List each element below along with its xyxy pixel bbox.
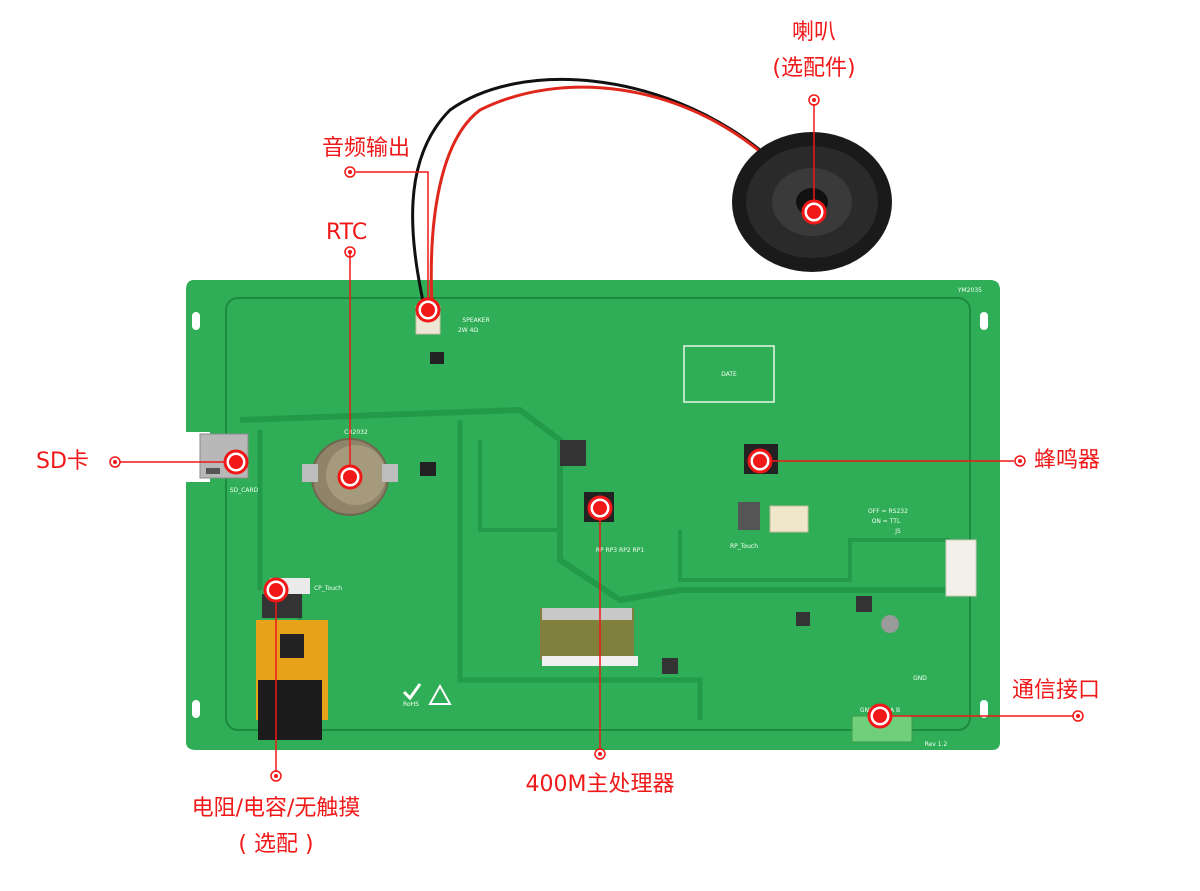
battery-silk: CR2032 [344, 429, 368, 436]
jumper-ref-silk: J5 [894, 528, 901, 535]
pot-silk: RP RP3 RP2 RP1 [596, 547, 645, 554]
resistive-touch-connector: RP_Touch [730, 502, 809, 550]
callout-audio-output: 音频输出 [322, 136, 411, 161]
marker-buzzer [747, 448, 773, 474]
side-connector [945, 539, 977, 597]
callout-comm-port: 通信接口 [1012, 678, 1101, 703]
marker-sd [223, 449, 249, 475]
model-silk: YM2035 [957, 287, 982, 294]
callout-touch-line1: 电阻/电容/无触摸 [191, 796, 361, 821]
callout-lines [120, 104, 1074, 772]
callout-speaker-line1: 喇叭 [791, 20, 836, 45]
callout-touch-line2: ( 选配 ) [238, 832, 314, 857]
date-box-label: DATE [721, 371, 737, 378]
speaker-wire [411, 78, 771, 307]
jumper-silk-2: ON = TTL [872, 518, 901, 525]
ctp-touch-silk: CP_Touch [314, 585, 342, 592]
speaker-power-silk: 2W 4Ω [458, 327, 478, 334]
marker-speaker [801, 199, 827, 225]
callout-sd-card: SD卡 [36, 449, 89, 474]
marker-audio [415, 297, 441, 323]
callout-processor: 400M主处理器 [525, 772, 675, 797]
marker-rtc [337, 464, 363, 490]
revision-silk: Rev 1.2 [925, 741, 948, 748]
date-box: DATE [683, 345, 775, 403]
speaker-silk: SPEAKER [462, 317, 489, 324]
marker-comm [867, 703, 893, 729]
gnd-silk: GND [913, 675, 927, 682]
callout-speaker-line2: (选配件) [772, 56, 856, 81]
jumper-silk-1: OFF = RS232 [868, 508, 908, 515]
svg-text:RoHS: RoHS [403, 701, 419, 708]
callout-buzzer: 蜂鸣器 [1034, 448, 1101, 473]
misc-components [420, 352, 899, 674]
callout-end-dots [109, 94, 1084, 782]
rp-touch-silk: RP_Touch [730, 543, 758, 550]
touch-flex-cable: CP_Touch [256, 578, 342, 740]
callout-markers [223, 199, 893, 729]
sd-silk: SD_CARD [230, 487, 259, 494]
esd-warning-icon [428, 683, 452, 705]
rohs-mark: RoHS [402, 683, 452, 708]
marker-processor [587, 495, 613, 521]
callout-rtc: RTC [326, 220, 368, 245]
marker-touch [263, 577, 289, 603]
